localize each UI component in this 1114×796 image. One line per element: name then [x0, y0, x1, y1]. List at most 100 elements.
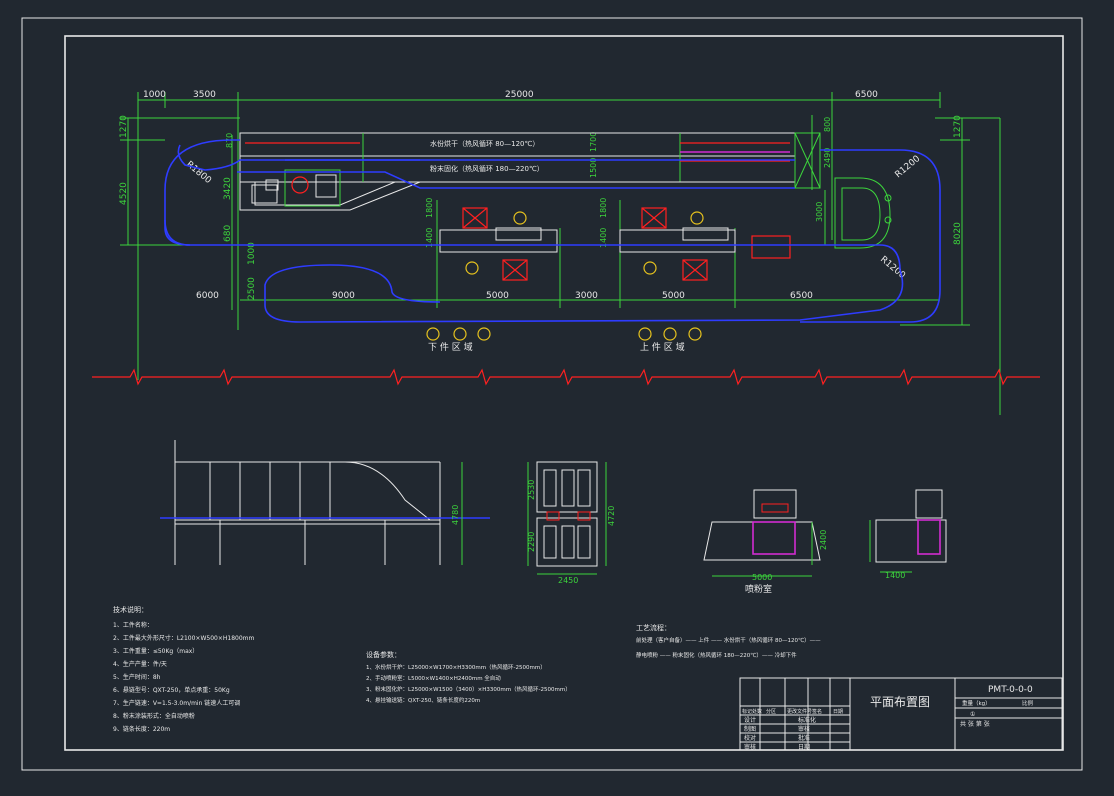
- plan-view: 1000 3500 25000 6500 1270 4520 3420 680 …: [92, 90, 1040, 415]
- title-block-header: 更改文件号: [787, 708, 812, 715]
- dim-top-1: 1000: [143, 90, 166, 100]
- dim-left-2: 4520: [119, 182, 129, 205]
- drawing-number: PMT-0-0-0: [988, 685, 1033, 695]
- dim-booth-height: 2400: [819, 530, 828, 550]
- dim-side-width: 2450: [558, 576, 578, 585]
- tech-note: 9、链条长度：220m: [113, 725, 170, 733]
- radius-label-right-bottom: R1200: [878, 255, 907, 282]
- dim-inner-1800b: 1800: [599, 198, 608, 218]
- title-block-cell: 标准化: [798, 716, 816, 724]
- dim-left-5: 1000: [247, 242, 257, 265]
- equip-param: 2、手动喷粉室：L5000×W1400×H2400mm 全自动: [366, 674, 501, 682]
- radius-label-left: R1800: [184, 160, 213, 187]
- title-block-cell: 制图: [744, 725, 756, 733]
- title-block-cell: 校对: [744, 734, 756, 742]
- sheet-number: ①: [970, 711, 975, 718]
- tech-notes-title: 技术说明：: [113, 605, 148, 614]
- dim-inner-1400b: 1400: [599, 228, 608, 248]
- burner-unit: [251, 184, 278, 204]
- dim-left-1: 1270: [119, 115, 129, 138]
- booth-caption: 喷粉室: [745, 583, 772, 595]
- drawing-title: 平面布置图: [870, 695, 930, 709]
- zone-load-label: 上 件 区 域: [640, 341, 685, 353]
- dim-inner-3000: 3000: [815, 202, 824, 222]
- title-block-cell: 审核: [744, 743, 756, 751]
- tech-note: 3、工件重量：≤50Kg（max）: [113, 647, 198, 655]
- equip-param: 1、水份烘干炉：L25000×W1700×H3300mm（热风循环-2500mm…: [366, 663, 546, 671]
- dim-booth-width: 5000: [752, 573, 772, 582]
- tech-note: 1、工件名称：: [113, 621, 153, 629]
- dim-inner-2490: 2490: [823, 148, 832, 168]
- process-line-2: 静电喷粉 —— 粉末固化（热风循环 180—220℃）—— 冷却下件: [636, 651, 797, 659]
- zone-unload-label: 下 件 区 域: [428, 341, 473, 353]
- outer-frame: [21, 17, 1083, 771]
- operator-icons-load: [638, 327, 702, 341]
- dim-left-4: 680: [223, 225, 233, 242]
- dim-inner-1500: 1500: [589, 158, 598, 178]
- side-elevation: 2530 2290 4720 2450: [527, 461, 616, 585]
- dim-left-3: 3420: [223, 177, 233, 200]
- dim-right-1: 1270: [953, 115, 963, 138]
- tech-note: 5、生产时间：8h: [113, 673, 161, 681]
- heater-unit: [284, 169, 341, 207]
- dim-side-top: 2530: [527, 480, 536, 500]
- title-block: 标记 处数 分区 更改文件号 签名 日期 设计 标准化 制图 审核 校对 批准 …: [739, 677, 1063, 751]
- title-block-header: 处数: [752, 708, 762, 715]
- weight-label: 重量（kg）: [962, 699, 991, 707]
- tech-note: 7、生产链速：V=1.5-3.0m/min 链速人工可调: [113, 699, 240, 707]
- dim-left-6: 2500: [247, 277, 257, 300]
- tech-note: 6、悬链型号：QXT-250，单点承重：50Kg: [113, 686, 230, 694]
- dim-bottom-2: 9000: [332, 291, 355, 301]
- title-block-header: 分区: [766, 708, 776, 715]
- dim-bottom-3: 5000: [486, 291, 509, 301]
- process-title: 工艺流程：: [636, 623, 671, 632]
- dim-side-total: 4720: [607, 506, 616, 526]
- radius-label-right-top: R1200: [894, 154, 923, 181]
- dim-top-4: 6500: [855, 90, 878, 100]
- technical-notes: 技术说明： 1、工件名称： 2、工件最大外形尺寸：L2100×W500×H180…: [113, 605, 254, 733]
- powder-recovery-unit: [751, 235, 791, 259]
- title-block-cell: 批准: [798, 734, 810, 742]
- dim-bottom-4: 3000: [575, 291, 598, 301]
- title-block-cell: 日期: [798, 743, 810, 751]
- dim-inner-1800a: 1800: [425, 198, 434, 218]
- equip-param: 4、悬挂输送链：QXT-250、链条长度约220m: [366, 696, 480, 704]
- title-block-cell: 审核: [798, 725, 810, 733]
- dim-top-2: 3500: [193, 90, 216, 100]
- tech-note: 8、粉末涂装形式：全自动喷粉: [113, 712, 195, 720]
- tech-note: 4、生产产量：件/天: [113, 660, 167, 668]
- oven-label-drying: 水份烘干（热风循环 80—120℃）: [430, 139, 539, 148]
- dim-bottom-5: 5000: [662, 291, 685, 301]
- dim-conveyor-height: 4780: [451, 505, 460, 525]
- dim-side-bottom: 2290: [527, 532, 536, 552]
- equip-param: 3、粉末固化炉：L25000×W1500（3400）×H3300mm（热风循环-…: [366, 685, 571, 693]
- title-block-header: 签名: [812, 708, 822, 715]
- spray-booth-elevation: 2400 5000 喷粉室 1400: [703, 489, 947, 595]
- dim-inner-1700: 1700: [589, 132, 598, 152]
- operator-icons-unload: [426, 327, 491, 341]
- title-block-cell: 设计: [744, 716, 756, 724]
- spray-booth-2: [619, 207, 736, 281]
- break-line: [92, 368, 1040, 386]
- dim-right-2: 8020: [953, 222, 963, 245]
- scale-label: 比例: [1022, 699, 1034, 707]
- conveyor-elevation: 4780: [160, 440, 490, 565]
- dim-bottom-1: 6000: [196, 291, 219, 301]
- inner-frame: [64, 35, 1064, 751]
- cooling-section: [834, 177, 891, 249]
- process-line-1: 前处理（客户自备）—— 上件 —— 水份烘干（热风循环 80—120℃）——: [636, 636, 821, 644]
- tech-note: 2、工件最大外形尺寸：L2100×W500×H1800mm: [113, 634, 254, 642]
- process-flow: 工艺流程： 前处理（客户自备）—— 上件 —— 水份烘干（热风循环 80—120…: [636, 623, 821, 659]
- equipment-params: 设备参数： 1、水份烘干炉：L25000×W1700×H3300mm（热风循环-…: [366, 650, 571, 704]
- sheet-label: 共 张 第 张: [960, 720, 990, 728]
- title-block-header: 日期: [833, 709, 843, 715]
- dim-booth-side-width: 1400: [885, 571, 905, 580]
- oven-label-curing: 粉末固化（热风循环 180—220℃）: [430, 164, 544, 173]
- spray-booth-1: [439, 207, 558, 281]
- title-block-header: 标记: [742, 708, 752, 715]
- dim-top-3: 25000: [505, 90, 534, 100]
- dim-inner-800: 800: [823, 117, 832, 132]
- dim-inner-1400a: 1400: [425, 228, 434, 248]
- equip-params-title: 设备参数：: [366, 650, 401, 659]
